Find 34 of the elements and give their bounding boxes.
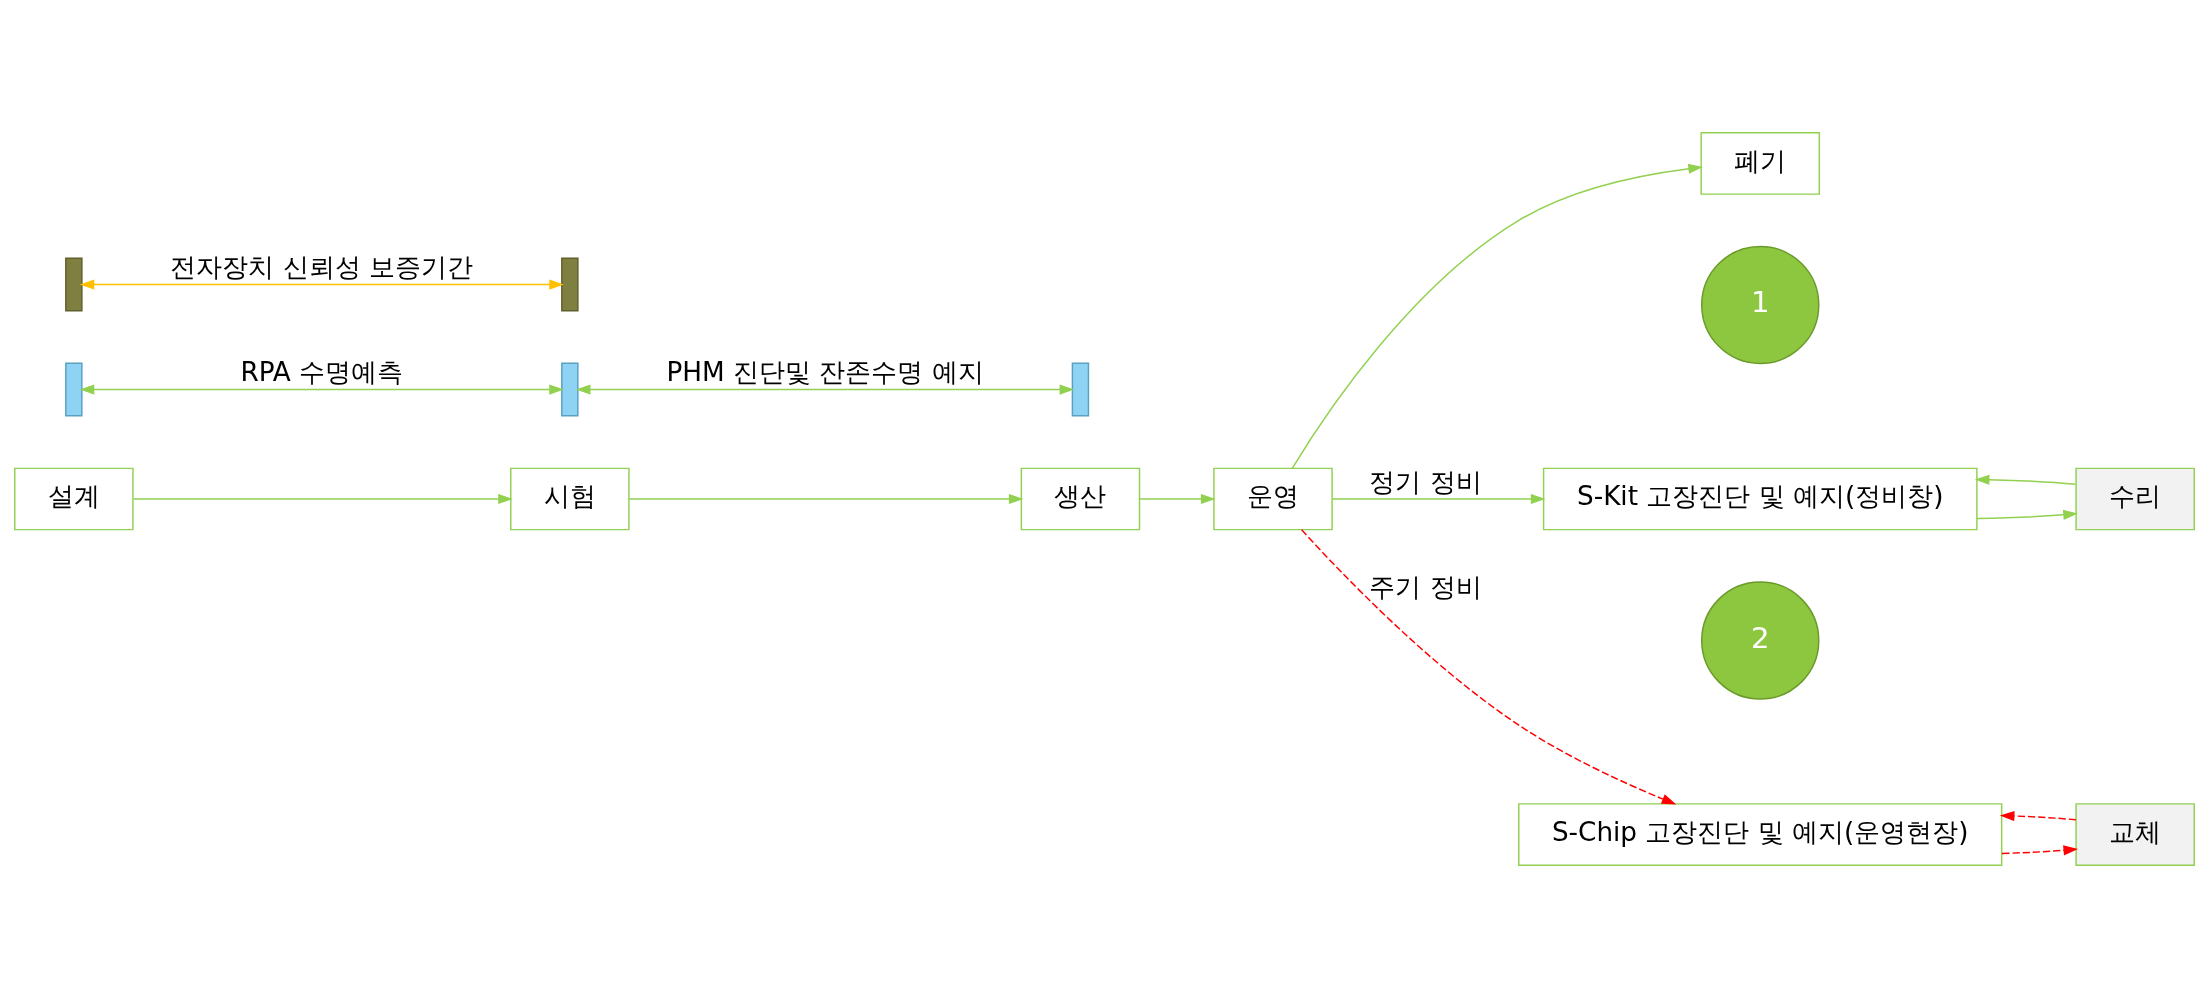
- edge-label: 정기 정비: [1369, 466, 1482, 497]
- node-bar: [561, 362, 579, 417]
- node-box: S-Chip 고장진단 및 예지(운영현장): [1518, 803, 2003, 866]
- node-box: 수리: [2075, 467, 2195, 531]
- node-bar: [1071, 362, 1090, 417]
- node-box: 시험: [510, 467, 630, 531]
- node-box: 운영: [1213, 467, 1333, 531]
- arrow: [1331, 493, 1546, 505]
- edge-label: 주기 정비: [1369, 571, 1482, 602]
- arrow: [575, 384, 1075, 395]
- arrow: [2001, 845, 2079, 856]
- arrow: [1300, 529, 1677, 805]
- arrow: [132, 493, 513, 505]
- node-box: 설계: [14, 467, 134, 531]
- arrow: [628, 493, 1024, 505]
- arrow: [1976, 509, 2078, 520]
- node-box: 폐기: [1700, 132, 1821, 195]
- node-bar: [561, 257, 579, 312]
- arrow: [1139, 493, 1216, 505]
- edge-label: 전자장치 신뢰성 보증기간: [170, 252, 474, 283]
- node-circle: 1: [1701, 245, 1820, 365]
- arrow: [79, 279, 564, 290]
- arrow: [1291, 163, 1703, 470]
- node-bar: [65, 362, 83, 417]
- node-bar: [65, 257, 83, 312]
- node-circle: 2: [1701, 581, 1820, 700]
- node-box: S-Kit 고장진단 및 예지(정비창): [1542, 467, 1978, 531]
- arrow: [1999, 810, 2077, 822]
- node-box: 교체: [2075, 803, 2195, 866]
- arrow: [79, 384, 564, 395]
- arrow: [1974, 474, 2077, 485]
- edge-label: PHM 진단및 잔존수명 예지: [666, 357, 984, 388]
- node-box: 생산: [1020, 467, 1141, 531]
- edge-label: RPA 수명예측: [240, 357, 404, 388]
